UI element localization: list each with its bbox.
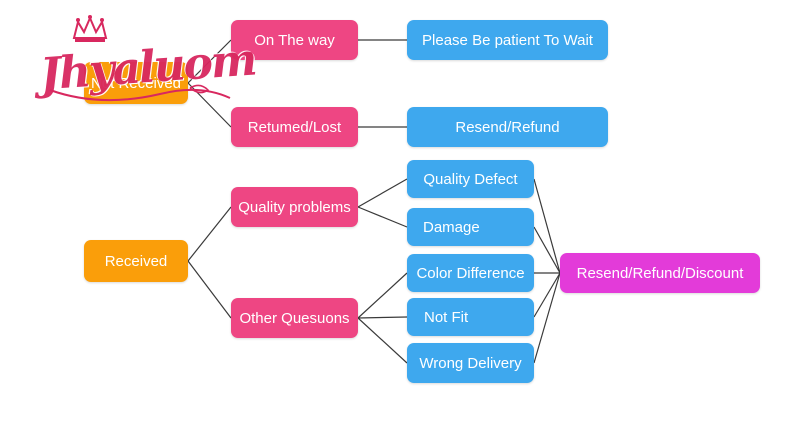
node-wrong-delivery: Wrong Delivery [407,343,534,383]
node-quality-defect-label: Quality Defect [423,170,518,188]
node-please-wait: Please Be patient To Wait [407,20,608,60]
node-color-difference-label: Color Difference [416,264,525,282]
node-other-questions-label: Other Quesuons [239,309,350,327]
node-not-fit: Not Fit [407,298,534,336]
connector-other-notfit [357,316,408,319]
node-received-label: Received [104,252,168,270]
connector-wrong-final [533,272,561,364]
connector-quality-damage [357,206,408,228]
node-returned-lost-label: Retumed/Lost [247,118,342,136]
node-quality-problems-label: Quality problems [238,198,351,216]
connector-quality-defect [357,178,408,208]
connector-notfit-final [533,272,561,318]
node-not-fit-label: Not Fit [424,308,469,326]
connector-received-quality [187,206,232,262]
node-quality-problems: Quality problems [231,187,358,227]
node-please-wait-label: Please Be patient To Wait [422,31,593,49]
node-damage-label: Damage [423,218,480,236]
node-wrong-delivery-label: Wrong Delivery [419,354,522,372]
crown-icon [72,15,108,42]
node-not-received-label: Not Received [90,74,182,92]
node-resend-refund-discount: Resend/Refund/Discount [560,253,760,293]
connector-notreceived-ontheway [187,39,232,84]
node-resend-refund-label: Resend/Refund [455,118,560,136]
node-returned-lost: Retumed/Lost [231,107,358,147]
connector-damage-final [533,226,561,274]
node-resend-refund-discount-label: Resend/Refund/Discount [576,264,744,282]
node-damage: Damage [407,208,534,246]
connector-other-color [357,272,408,319]
connector-defect-final [533,178,561,274]
connector-other-wrong [357,317,408,364]
node-quality-defect: Quality Defect [407,160,534,198]
node-other-questions: Other Quesuons [231,298,358,338]
node-color-difference: Color Difference [407,254,534,292]
brand-logo: Jhyaluom [38,14,257,110]
node-not-received: Not Received [84,62,188,104]
swirl-ornament-icon [49,84,231,102]
connector-received-other [187,260,232,319]
node-on-the-way: On The way [231,20,358,60]
node-resend-refund: Resend/Refund [407,107,608,147]
node-on-the-way-label: On The way [254,31,335,49]
node-received: Received [84,240,188,282]
